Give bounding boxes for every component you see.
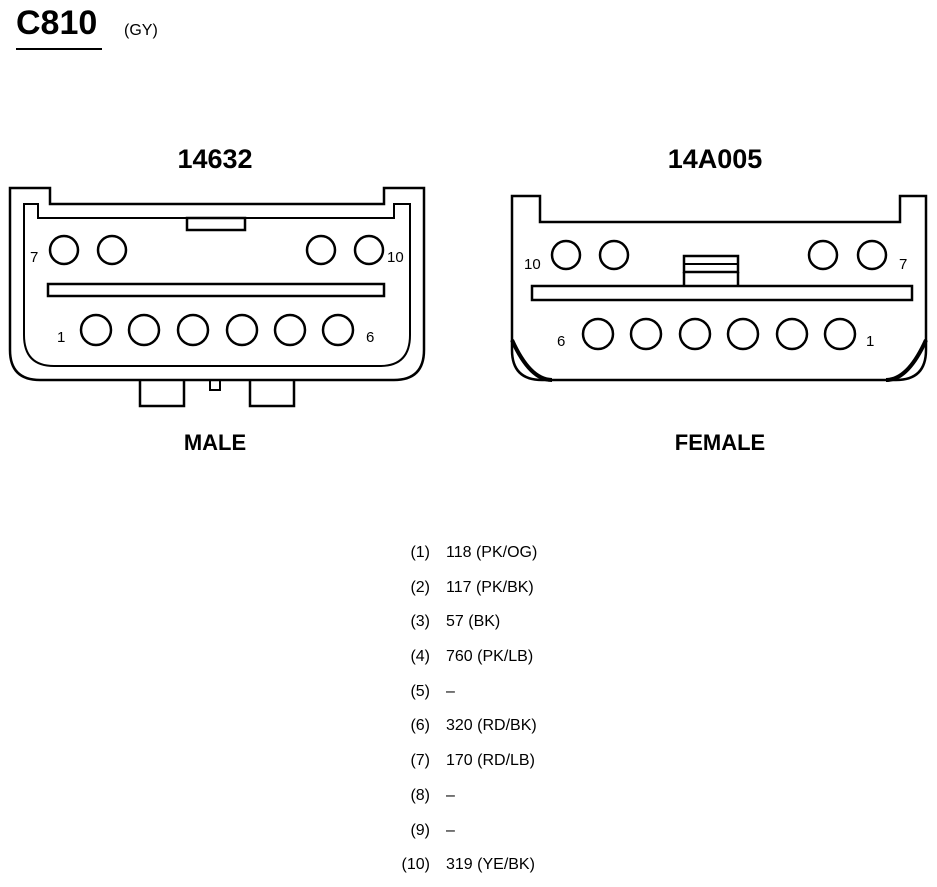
female-pin-label-7: 7 bbox=[899, 256, 907, 273]
male-connector-diagram: 7 10 1 6 bbox=[8, 186, 426, 408]
pin-index: (7) bbox=[410, 752, 430, 770]
female-pin-10 bbox=[550, 239, 582, 271]
female-pin-6 bbox=[581, 317, 615, 351]
pinout-row: (5) – bbox=[380, 679, 680, 714]
pin-circuit: 57 (BK) bbox=[446, 613, 501, 631]
male-pin-9 bbox=[305, 234, 337, 266]
male-latch-center bbox=[209, 380, 221, 391]
pin-circuit: 320 (RD/BK) bbox=[446, 717, 537, 735]
pinout-row: (1) 118 (PK/OG) bbox=[380, 540, 680, 575]
female-pin-label-6: 6 bbox=[557, 333, 565, 350]
connector-id: C810 bbox=[16, 4, 98, 42]
male-top-key bbox=[185, 216, 247, 232]
pin-index: (4) bbox=[410, 648, 430, 666]
title-underline bbox=[16, 48, 102, 50]
pin-index: (2) bbox=[410, 578, 430, 596]
pin-index: (8) bbox=[410, 786, 430, 804]
female-connector-diagram: 10 7 6 1 bbox=[510, 194, 928, 382]
male-part-number: 14632 bbox=[177, 144, 253, 174]
female-separator-bar bbox=[530, 284, 914, 302]
pin-circuit: 319 (YE/BK) bbox=[446, 856, 535, 874]
male-pin-6 bbox=[321, 313, 355, 347]
female-housing-outline bbox=[510, 194, 928, 382]
pinout-row: (10) 319 (YE/BK) bbox=[380, 852, 680, 887]
male-latch-left bbox=[138, 380, 186, 408]
male-pin-label-6: 6 bbox=[366, 329, 374, 346]
pin-circuit: 760 (PK/LB) bbox=[446, 648, 534, 666]
male-pin-1 bbox=[79, 313, 113, 347]
female-part-number: 14A005 bbox=[667, 144, 763, 174]
female-pin-1 bbox=[823, 317, 857, 351]
male-separator-bar bbox=[46, 282, 386, 298]
male-cavity-outline bbox=[23, 203, 411, 367]
male-pin-10 bbox=[353, 234, 385, 266]
female-pin-7 bbox=[856, 239, 888, 271]
male-pin-5 bbox=[273, 313, 307, 347]
pin-index: (10) bbox=[401, 856, 430, 874]
female-pin-8 bbox=[807, 239, 839, 271]
pin-circuit: – bbox=[446, 786, 455, 804]
pinout-row: (9) – bbox=[380, 818, 680, 853]
pinout-row: (3) 57 (BK) bbox=[380, 609, 680, 644]
pin-circuit: – bbox=[446, 821, 455, 839]
male-housing-outline bbox=[8, 186, 426, 382]
pin-index: (3) bbox=[410, 613, 430, 631]
pin-circuit: – bbox=[446, 682, 455, 700]
female-shroud-right bbox=[885, 339, 928, 382]
male-label: MALE bbox=[183, 430, 247, 455]
pin-index: (5) bbox=[410, 682, 430, 700]
female-pin-4 bbox=[678, 317, 712, 351]
female-pin-label-10: 10 bbox=[524, 256, 541, 273]
female-pin-9 bbox=[598, 239, 630, 271]
female-pin-label-1: 1 bbox=[866, 333, 874, 350]
pin-index: (9) bbox=[410, 821, 430, 839]
pinout-row: (6) 320 (RD/BK) bbox=[380, 713, 680, 748]
male-pin-4 bbox=[225, 313, 259, 347]
male-pin-label-10: 10 bbox=[387, 249, 404, 266]
male-pin-2 bbox=[127, 313, 161, 347]
male-pin-8 bbox=[96, 234, 128, 266]
female-pin-3 bbox=[726, 317, 760, 351]
female-pin-2 bbox=[775, 317, 809, 351]
female-pin-5 bbox=[629, 317, 663, 351]
male-pin-label-1: 1 bbox=[57, 329, 65, 346]
female-shroud-left bbox=[510, 339, 553, 382]
pin-circuit: 118 (PK/OG) bbox=[446, 544, 538, 561]
pin-index: (1) bbox=[410, 544, 430, 561]
pinout-row: (8) – bbox=[380, 783, 680, 818]
male-latch-right bbox=[248, 380, 296, 408]
female-label: FEMALE bbox=[674, 430, 766, 455]
male-pin-7 bbox=[48, 234, 80, 266]
pin-index: (6) bbox=[410, 717, 430, 735]
pinout-row: (2) 117 (PK/BK) bbox=[380, 575, 680, 610]
pin-circuit: 117 (PK/BK) bbox=[446, 578, 534, 596]
male-pin-label-7: 7 bbox=[30, 249, 38, 266]
male-pin-3 bbox=[176, 313, 210, 347]
pinout-row: (4) 760 (PK/LB) bbox=[380, 644, 680, 679]
pinout-row: (7) 170 (RD/LB) bbox=[380, 748, 680, 783]
connector-color-code: (GY) bbox=[124, 22, 158, 39]
pin-circuit: 170 (RD/LB) bbox=[446, 752, 535, 770]
pinout-list: (1) 118 (PK/OG) (2) 117 (PK/BK) (3) 57 (… bbox=[380, 540, 680, 887]
